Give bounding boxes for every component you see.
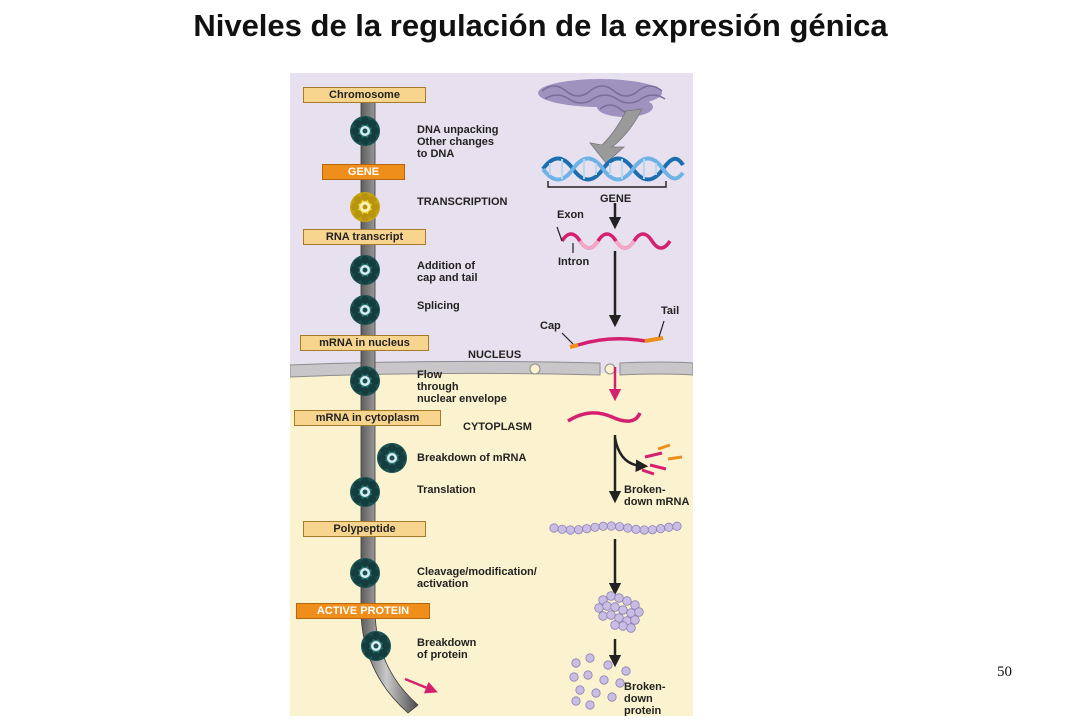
protein-bead <box>594 603 604 613</box>
exit-arrow <box>404 677 438 694</box>
active-protein-icon <box>594 591 644 633</box>
protein-bead <box>618 605 628 615</box>
amino-acid-bead <box>571 658 581 668</box>
amino-acid-bead <box>571 696 581 706</box>
intron-label: Intron <box>558 256 590 268</box>
broken-protein-label: Broken- down protein <box>624 681 666 716</box>
protein-bead <box>614 593 624 603</box>
nucleus-label: NUCLEUS <box>468 349 522 361</box>
knob-flow-envelope <box>350 366 380 396</box>
protein-bead <box>602 601 612 611</box>
amino-acid-bead <box>585 653 595 663</box>
tail-label: Tail <box>661 305 680 317</box>
polypeptide-bead <box>655 524 666 534</box>
mature-mrna-icon <box>569 336 664 349</box>
protein-bead <box>622 596 632 606</box>
cytoplasm-mrna-icon <box>567 411 642 423</box>
broken-protein-icon <box>569 653 631 710</box>
stage-mrna-nucleus: mRNA in nucleus <box>300 335 429 351</box>
stage-active-protein: ACTIVE PROTEIN <box>296 603 430 619</box>
protein-bead <box>630 600 640 610</box>
amino-acid-bead <box>599 675 609 685</box>
protein-bead <box>634 607 644 617</box>
polypeptide-bead <box>565 525 575 535</box>
amino-acid-bead <box>585 700 595 710</box>
amino-acid-bead <box>603 660 613 670</box>
step-dna-unpacking: DNA unpacking Other changes to DNA <box>417 124 499 160</box>
step-flow-envelope: Flow through nuclear envelope <box>417 369 507 405</box>
diagram-artwork <box>290 79 693 714</box>
dna-helix-icon <box>541 156 685 182</box>
stage-chromosome: Chromosome <box>303 87 426 103</box>
unpack-arrow <box>589 108 643 164</box>
polypeptide-bead <box>557 524 567 534</box>
cytoplasm-label: CYTOPLASM <box>463 421 532 433</box>
polypeptide-bead <box>590 522 600 532</box>
step-cleavage: Cleavage/modification/ activation <box>417 566 537 590</box>
protein-bead <box>618 621 628 631</box>
polypeptide-bead <box>598 521 608 531</box>
cytoplasm-region <box>290 373 693 716</box>
step-splicing: Splicing <box>417 300 460 312</box>
gene-expression-diagram: Chromosome GENE RNA transcript mRNA in n… <box>290 73 693 716</box>
exon-label: Exon <box>557 209 584 221</box>
cap-label: Cap <box>540 320 561 332</box>
stage-mrna-cytoplasm: mRNA in cytoplasm <box>294 410 441 426</box>
knob-protein-breakdown <box>361 631 391 661</box>
knob-dna-unpacking <box>350 116 380 146</box>
step-protein-breakdown: Breakdown of protein <box>417 637 477 661</box>
amino-acid-bead <box>591 688 601 698</box>
stage-polypeptide: Polypeptide <box>303 521 426 537</box>
knob-cleavage <box>350 558 380 588</box>
slide-title: Niveles de la regulación de la expresión… <box>193 8 888 43</box>
polypeptide-bead <box>647 525 657 535</box>
protein-bead <box>610 602 620 612</box>
amino-acid-bead <box>583 670 593 680</box>
polypeptide-bead <box>623 523 633 533</box>
pre-mrna-icon <box>560 232 672 250</box>
polypeptide-bead <box>606 521 616 531</box>
protein-bead <box>606 610 616 620</box>
gene-bracket <box>547 181 667 188</box>
polypeptide-bead <box>664 522 674 532</box>
broken-mrna-label: Broken- down mRNA <box>624 484 690 508</box>
protein-bead <box>630 615 640 625</box>
protein-bead <box>606 591 616 601</box>
knob-cap-tail <box>350 255 380 285</box>
amino-acid-bead <box>569 672 579 682</box>
stage-gene: GENE <box>322 164 405 180</box>
polypeptide-icon <box>549 521 682 535</box>
knob-splicing <box>350 295 380 325</box>
amino-acid-bead <box>615 678 625 688</box>
protein-bead <box>626 623 636 633</box>
broken-mrna-icon <box>641 443 683 476</box>
knob-mrna-breakdown <box>377 443 407 473</box>
amino-acid-bead <box>607 692 617 702</box>
protein-bead <box>614 613 624 623</box>
step-cap-tail: Addition of cap and tail <box>417 260 478 284</box>
polypeptide-bead <box>573 525 584 535</box>
polypeptide-bead <box>614 522 625 532</box>
page-number: 50 <box>997 664 1012 680</box>
knob-translation <box>350 477 380 507</box>
chromosome-icon <box>538 79 666 117</box>
protein-bead <box>598 611 608 621</box>
step-mrna-breakdown: Breakdown of mRNA <box>417 452 527 464</box>
polypeptide-bead <box>672 521 682 531</box>
knob-transcription <box>350 192 380 222</box>
step-transcription: TRANSCRIPTION <box>417 196 508 208</box>
polypeptide-bead <box>631 524 641 534</box>
polypeptide-bead <box>639 525 649 535</box>
regulation-pipe <box>360 87 419 714</box>
gene-label: GENE <box>600 193 632 205</box>
step-translation: Translation <box>417 484 476 496</box>
amino-acid-bead <box>621 666 631 676</box>
amino-acid-bead <box>575 685 585 695</box>
polypeptide-bead <box>582 524 592 534</box>
polypeptide-bead <box>549 523 559 533</box>
protein-bead <box>610 620 620 630</box>
stage-rna-transcript: RNA transcript <box>303 229 426 245</box>
